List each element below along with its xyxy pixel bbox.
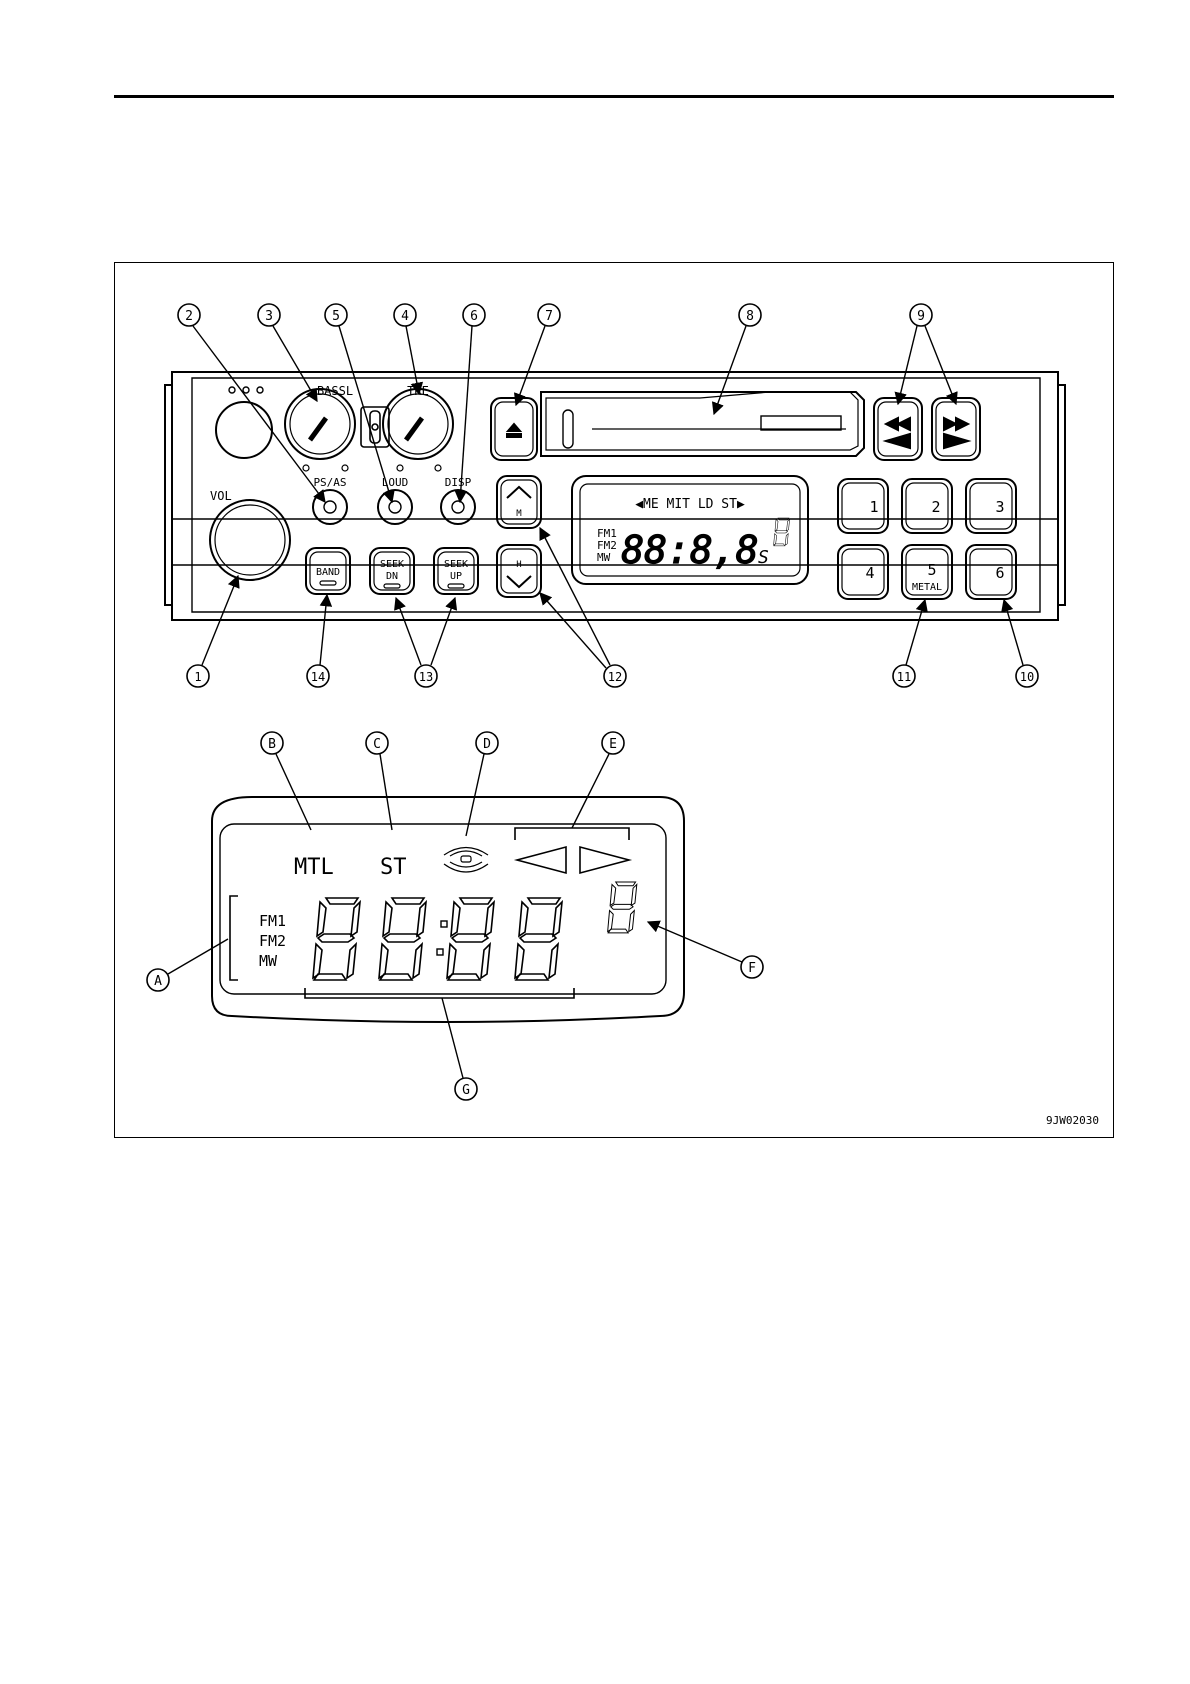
tune-up-label: M (516, 509, 522, 519)
callout-label-4: 4 (401, 309, 409, 324)
preset-label-2: 2 (931, 498, 940, 516)
disp-label: DISP (445, 476, 472, 489)
preset-label-1: 1 (869, 498, 878, 516)
callout-label-a: A (154, 974, 162, 989)
lcd-band-fm2: FM2 (259, 932, 286, 950)
preset-button-4[interactable] (838, 545, 888, 599)
preset-label-5: 5 (927, 561, 936, 579)
callout-label-10: 10 (1020, 670, 1034, 684)
preset-button-6[interactable] (966, 545, 1016, 599)
lcd-st: ST (380, 855, 407, 880)
rewind-button[interactable] (874, 398, 922, 460)
callout-label-9: 9 (917, 309, 925, 324)
callout-label-13: 13 (419, 670, 433, 684)
tune-down-button[interactable] (497, 545, 541, 597)
volume-label: VOL (210, 489, 232, 503)
tune-up-button[interactable] (497, 476, 541, 528)
callout-label-b: B (268, 737, 276, 752)
callout-label-g: G (462, 1083, 470, 1098)
treble-knob[interactable] (383, 389, 453, 471)
preset-button-3[interactable] (966, 479, 1016, 533)
signal-icon (444, 848, 488, 873)
eject-button[interactable] (491, 398, 537, 460)
display-small-digit (774, 518, 790, 546)
callout-label-1: 1 (194, 670, 201, 684)
callout-label-2: 2 (185, 309, 193, 324)
seek-up-label-2: UP (450, 571, 462, 582)
seek-dn-label-2: DN (386, 571, 398, 582)
bass-knob[interactable] (285, 389, 355, 471)
display-suffix: S (758, 547, 769, 568)
callout-leaders-lcd (168, 754, 742, 1078)
lcd-band-mw: MW (259, 952, 278, 970)
callout-label-c: C (373, 737, 381, 752)
callout-label-d: D (483, 737, 491, 752)
callout-label-e: E (609, 737, 617, 752)
callout-label-5: 5 (332, 309, 340, 324)
callout-label-3: 3 (265, 309, 273, 324)
callout-leaders-top (193, 326, 956, 502)
preset-label-4: 4 (865, 564, 874, 582)
figure-id: 9JW02030 (1046, 1114, 1099, 1127)
lcd-digit-4 (515, 898, 562, 980)
callout-label-f: F (748, 961, 756, 976)
tune-down-label: H (516, 560, 521, 570)
preset-button-2[interactable] (902, 479, 952, 533)
volume-knob[interactable] (210, 500, 290, 580)
preset-button-1[interactable] (838, 479, 888, 533)
lcd-digit-1 (313, 898, 360, 980)
display-indicators: ◀ME MIT LD ST▶ (635, 497, 745, 512)
callout-label-7: 7 (545, 309, 553, 324)
ps-as-label: PS/AS (313, 476, 346, 489)
cassette-slot[interactable] (541, 392, 864, 456)
callout-label-12: 12 (608, 670, 622, 684)
display-digits: 88:8,8 (621, 528, 758, 572)
seek-up-label-1: SEEK (444, 559, 468, 570)
band-label: BAND (316, 567, 340, 578)
lcd-digit-2 (379, 898, 426, 980)
preset-label-5-metal: METAL (912, 582, 942, 593)
preset-label-3: 3 (995, 498, 1004, 516)
lcd-mtl: MTL (294, 855, 334, 880)
bass-label: BASSL (317, 384, 353, 398)
fast-forward-button[interactable] (932, 398, 980, 460)
seek-dn-label-1: SEEK (380, 559, 404, 570)
lcd-band-fm1: FM1 (259, 912, 286, 930)
lcd-digit-3 (447, 898, 494, 980)
callout-label-14: 14 (311, 670, 325, 684)
lcd-digit-small (608, 882, 637, 933)
callout-label-8: 8 (746, 309, 754, 324)
lcd-colon (437, 921, 447, 955)
preset-label-6: 6 (995, 564, 1004, 582)
callout-label-6: 6 (470, 309, 478, 324)
callout-label-11: 11 (897, 670, 911, 684)
display-band-mw: MW (597, 551, 611, 564)
